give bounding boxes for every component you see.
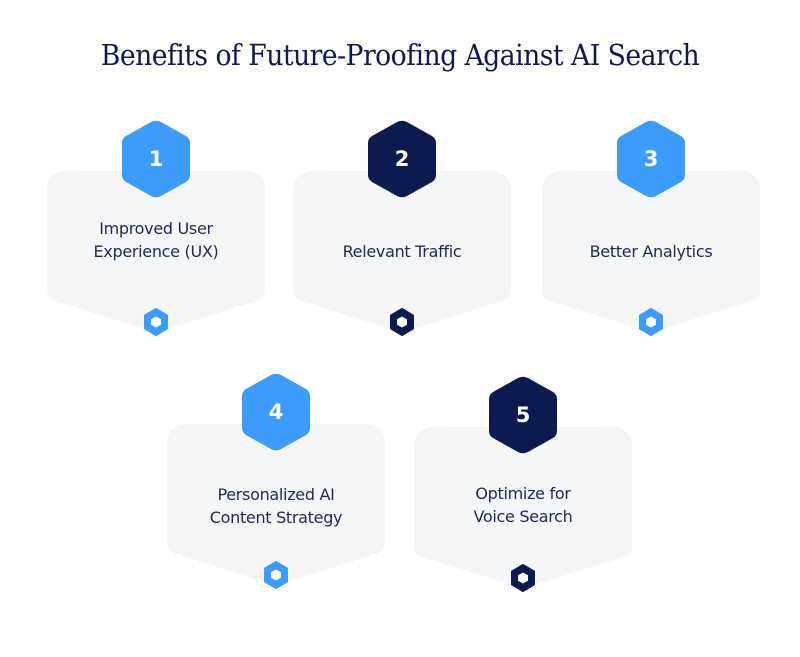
benefit-card-3: 3 Better Analytics: [541, 120, 761, 336]
card-label-line-1: Improved User: [99, 219, 213, 238]
card-label-line-2: Voice Search: [473, 507, 573, 526]
benefit-card-4: 4 Personalized AI Content Strategy: [166, 373, 386, 589]
badge-number: 1: [148, 147, 164, 171]
small-hexagon-icon: [264, 561, 288, 589]
card-background: [414, 426, 632, 588]
card-label-line-1: Personalized AI: [217, 485, 335, 504]
card-label-line-2: Content Strategy: [209, 508, 343, 527]
card-label-line-1: Better Analytics: [589, 242, 713, 261]
card-background: [47, 170, 265, 332]
card-background: [167, 423, 385, 585]
small-hexagon-icon: [639, 308, 663, 336]
benefit-card-1: 1 Improved User Experience (UX): [46, 120, 266, 336]
card-label-line-2: Experience (UX): [93, 242, 219, 261]
hexagon-icon: [368, 120, 436, 198]
badge-number: 4: [268, 400, 284, 424]
benefit-card-2: 2 Relevant Traffic: [292, 120, 512, 336]
badge-number: 5: [515, 403, 531, 427]
hexagon-icon: [617, 120, 685, 198]
small-hexagon-icon: [144, 308, 168, 336]
number-badge: 1: [121, 120, 191, 198]
hexagon-icon: [242, 373, 310, 451]
page-title: Benefits of Future-Proofing Against AI S…: [100, 38, 700, 72]
benefit-card-5: 5 Optimize for Voice Search: [413, 376, 633, 592]
small-hexagon-icon: [390, 308, 414, 336]
badge-number: 3: [643, 147, 659, 171]
card-label-line-1: Optimize for: [475, 484, 571, 503]
card-background: [293, 170, 511, 332]
number-badge: 5: [488, 376, 558, 454]
small-hexagon-icon: [511, 564, 535, 592]
hexagon-icon: [122, 120, 190, 198]
card-background: [542, 170, 760, 332]
card-label-line-1: Relevant Traffic: [342, 242, 462, 261]
number-badge: 2: [367, 120, 437, 198]
number-badge: 3: [616, 120, 686, 198]
hexagon-icon: [489, 376, 557, 454]
number-badge: 4: [241, 373, 311, 451]
badge-number: 2: [394, 147, 410, 171]
